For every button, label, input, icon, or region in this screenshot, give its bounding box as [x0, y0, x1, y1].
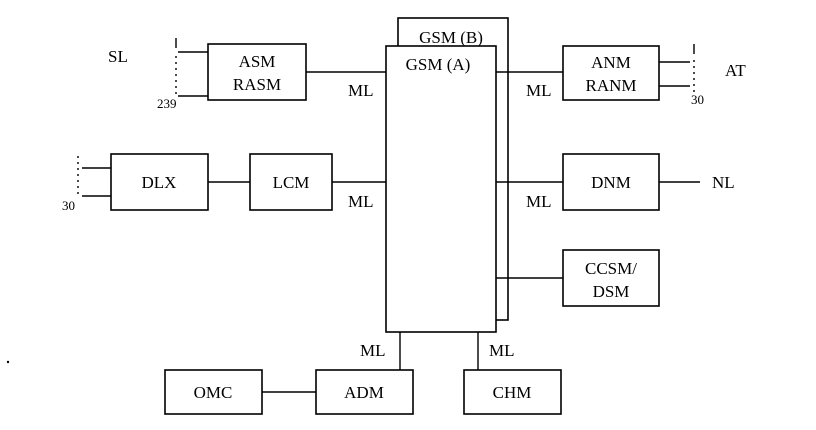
at-count-label: 30 — [691, 92, 704, 107]
sl-label: SL — [108, 47, 128, 66]
ccsm-dsm-block — [562, 249, 660, 307]
rasm-label-2: RASM — [233, 75, 281, 94]
dlx-label: DLX — [142, 173, 177, 192]
ml-label-dnm: ML — [526, 192, 552, 211]
chm-block — [463, 369, 562, 415]
ml-label-anm: ML — [526, 81, 552, 100]
chm-label: CHM — [493, 383, 532, 402]
at-label: AT — [725, 61, 746, 80]
dnm-label: DNM — [591, 173, 631, 192]
asm-rasm-block — [207, 43, 307, 101]
anm-label: ANM — [591, 53, 631, 72]
anm-ranm-block — [562, 45, 660, 101]
gsm-a-label: GSM (A) — [406, 55, 471, 74]
dsm-label: DSM — [593, 282, 630, 301]
ml-label-lcm: ML — [348, 192, 374, 211]
ccsm-label: CCSM/ — [585, 259, 637, 278]
ml-label-adm: ML — [360, 341, 386, 360]
sl-count-label: 239 — [157, 96, 177, 111]
omc-label: OMC — [194, 383, 233, 402]
lcm-label: LCM — [273, 173, 310, 192]
omc-block — [164, 369, 263, 415]
ml-label-chm: ML — [489, 341, 515, 360]
stray-dot — [6, 360, 10, 364]
gsm-b-label: GSM (B) — [419, 28, 483, 47]
ml-label-asm: ML — [348, 81, 374, 100]
lcm-block — [249, 153, 333, 211]
dlx-count-label: 30 — [62, 198, 75, 213]
nl-label: NL — [712, 173, 735, 192]
asm-label: ASM — [239, 52, 276, 71]
gsm-a-block — [385, 45, 497, 333]
adm-label: ADM — [344, 383, 384, 402]
ranm-label: RANM — [585, 76, 636, 95]
